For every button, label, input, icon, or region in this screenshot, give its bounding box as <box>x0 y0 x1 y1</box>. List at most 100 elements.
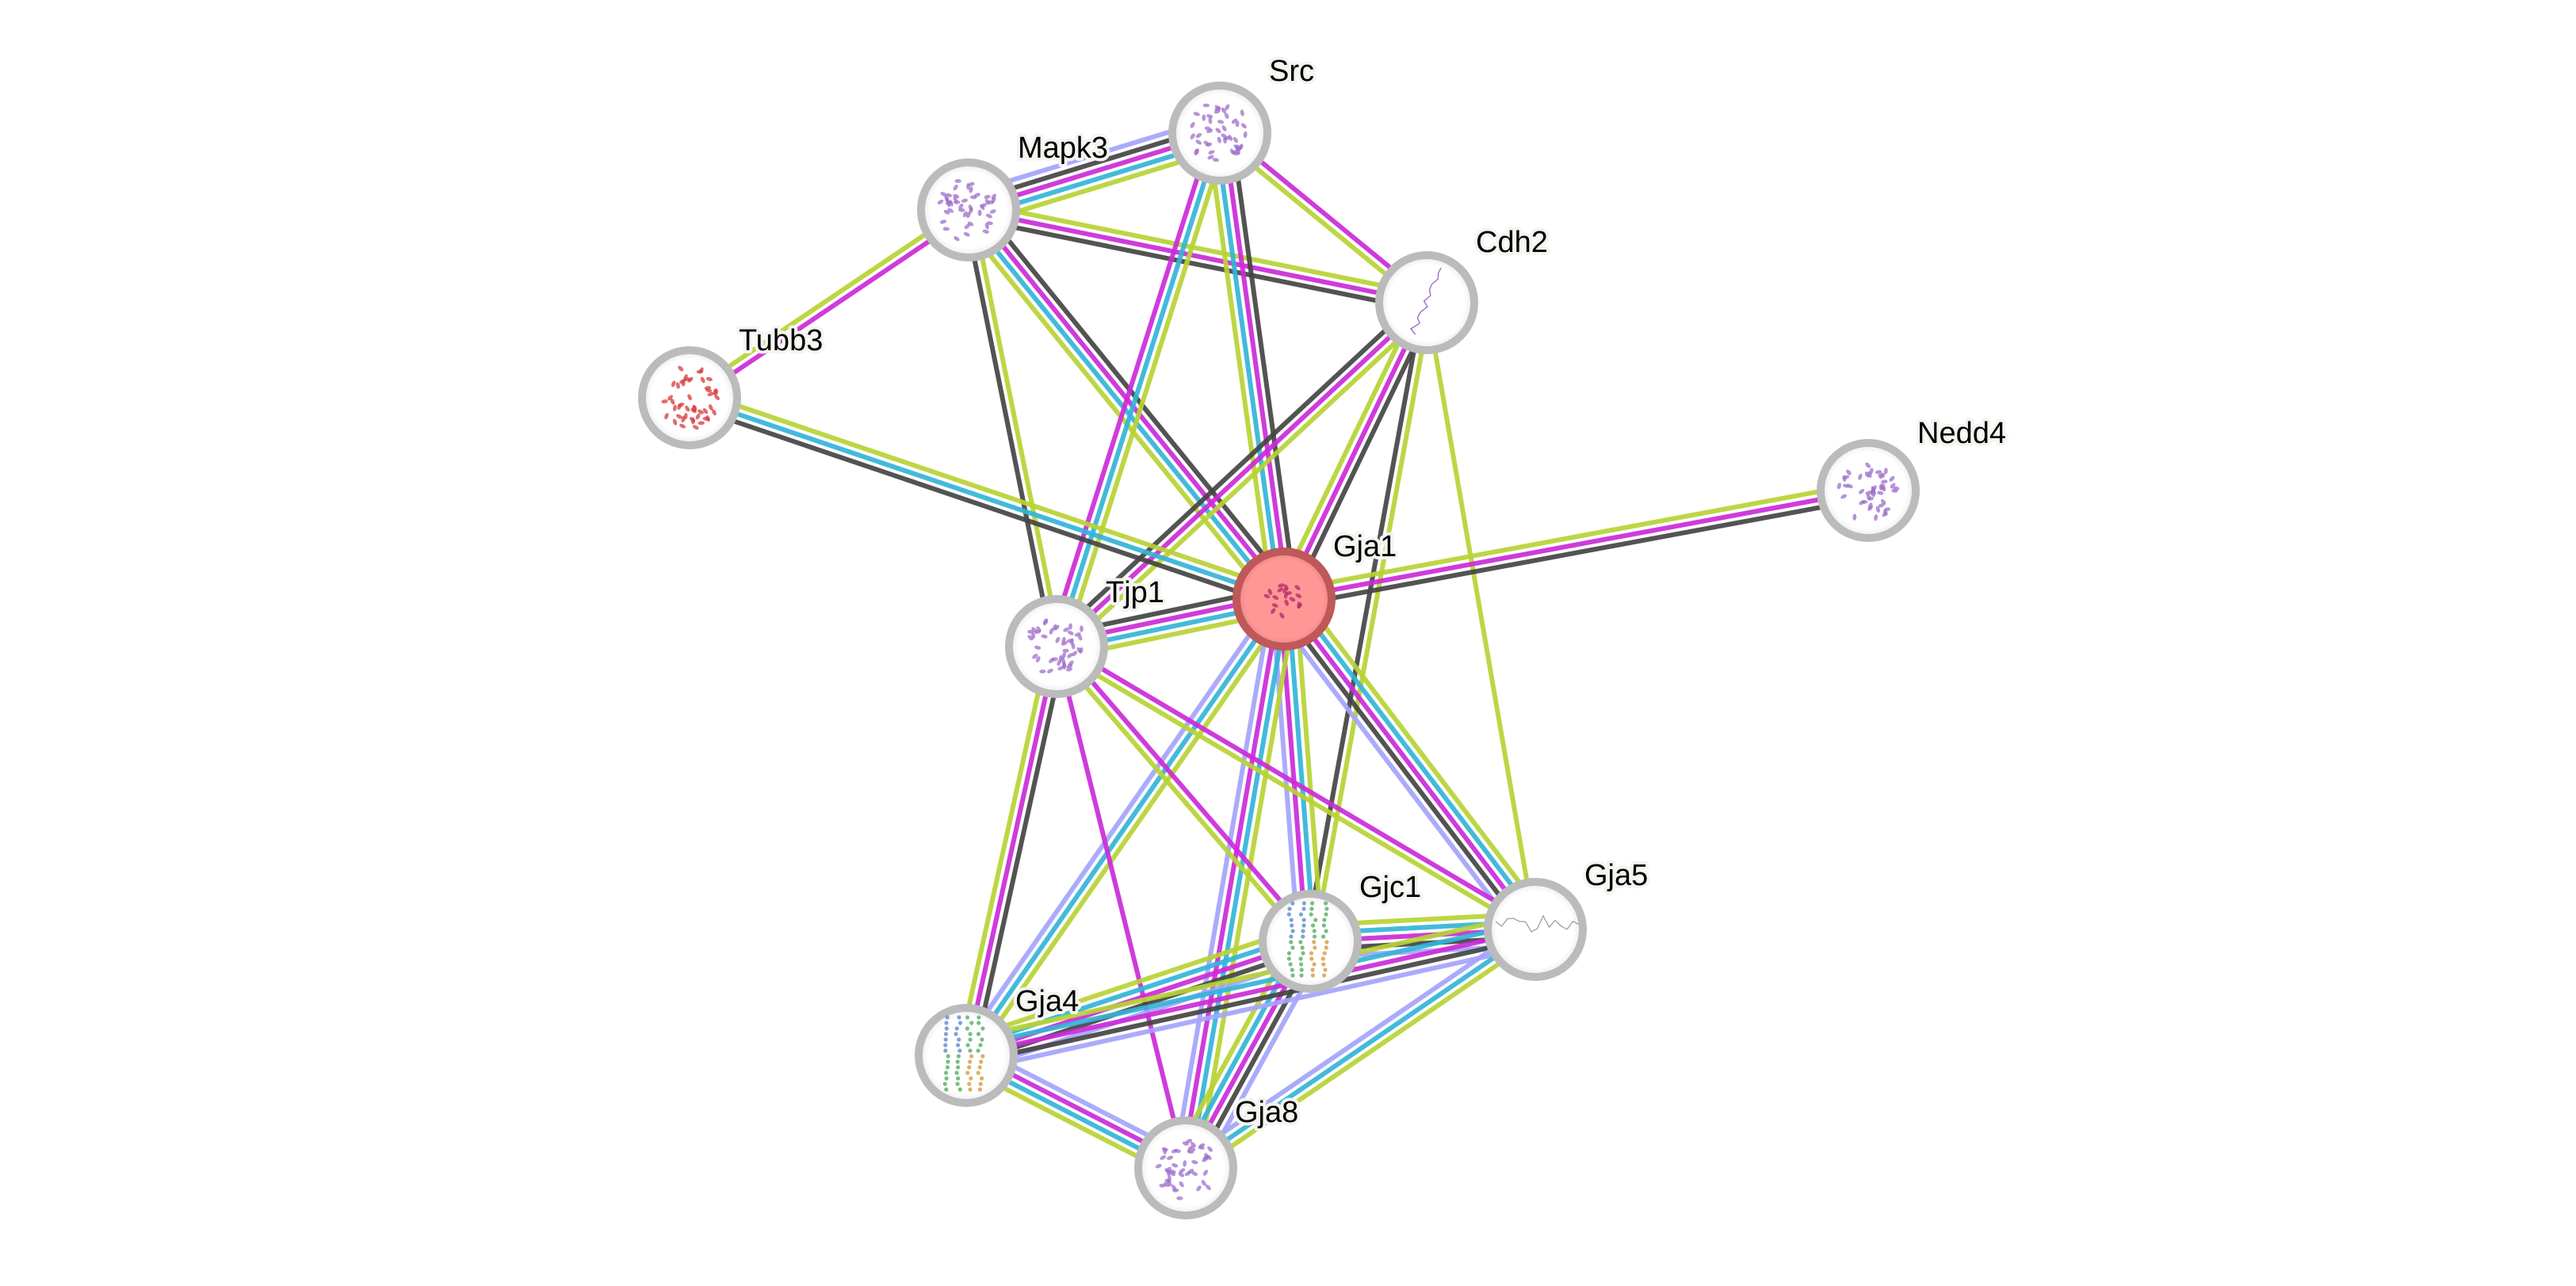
edge-channel-textmining <box>960 924 1306 1043</box>
node-label-tubb3: Tubb3 <box>739 324 823 357</box>
edge-channel-textmining <box>691 387 1288 594</box>
node-mapk3[interactable] <box>917 158 1020 261</box>
edge-channel-coexpression <box>1285 495 1871 609</box>
node-label-nedd4: Nedd4 <box>1917 417 2006 450</box>
edge-channel-experiments <box>1054 300 1429 649</box>
node-cdh2[interactable] <box>1375 251 1478 354</box>
edge-src-gja1[interactable] <box>1206 131 1298 601</box>
edge-mapk3-tjp1[interactable] <box>962 208 1063 648</box>
edge-channel-experiments <box>1057 641 1539 929</box>
edge-mapk3-tubb3[interactable] <box>686 204 973 403</box>
edge-channel-textmining <box>962 911 1533 1043</box>
edge-channel-textmining <box>686 204 968 397</box>
edge-channel-homology <box>1171 596 1275 1166</box>
edge-channel-homology <box>1269 607 1525 941</box>
edge-channel-textmining <box>957 216 1277 609</box>
edge-channel-database <box>1184 927 1537 1170</box>
edge-layer <box>686 116 1871 1181</box>
node-label-cdh2: Cdh2 <box>1476 226 1548 259</box>
edge-channel-experiments <box>1046 130 1215 645</box>
edge-gja1-gja4[interactable] <box>957 593 1293 1062</box>
node-label-mapk3: Mapk3 <box>1018 132 1108 165</box>
edge-channel-database <box>1213 133 1282 601</box>
edge-channel-database <box>1054 132 1222 647</box>
node-tjp1[interactable] <box>1005 595 1108 698</box>
edge-channel-textmining <box>1424 302 1538 930</box>
edge-channel-textmining <box>1194 601 1298 1171</box>
edge-gja1-gjc1[interactable] <box>1270 597 1324 943</box>
protein-structure-icon <box>937 179 996 242</box>
edge-channel-coexpression <box>1289 304 1436 604</box>
edge-cdh2-gja5[interactable] <box>1424 302 1538 930</box>
edge-channel-database <box>964 597 1286 1057</box>
edge-channel-experiments <box>1179 597 1283 1168</box>
edge-channel-experiments <box>965 927 1536 1058</box>
edge-tjp1-gja4[interactable] <box>956 644 1067 1058</box>
edge-channel-database <box>964 919 1535 1051</box>
edge-channel-coexpression <box>1304 301 1426 941</box>
edge-tjp1-gja5[interactable] <box>1053 641 1539 935</box>
protein-structure-icon <box>1286 901 1329 978</box>
node-gja8[interactable] <box>1134 1116 1237 1219</box>
edge-channel-experiments <box>1054 646 1188 1169</box>
node-layer <box>638 82 1920 1219</box>
edge-nedd4-gja1[interactable] <box>1282 480 1871 609</box>
edge-channel-textmining <box>970 601 1293 1062</box>
node-gja5[interactable] <box>1484 878 1587 981</box>
protein-structure-icon <box>1027 618 1084 674</box>
edge-gja1-gja8[interactable] <box>1171 596 1298 1171</box>
node-label-gja8: Gja8 <box>1235 1096 1298 1129</box>
edge-tjp1-gja8[interactable] <box>1054 646 1188 1169</box>
edge-channel-homology <box>969 942 1539 1074</box>
node-circle <box>1134 1116 1237 1219</box>
edge-mapk3-cdh2[interactable] <box>966 200 1429 313</box>
edge-gja1-gja5[interactable] <box>1269 588 1550 941</box>
node-label-gja5: Gja5 <box>1584 859 1648 892</box>
node-circle <box>915 1004 1018 1107</box>
edge-src-tjp1[interactable] <box>1046 130 1230 650</box>
node-label-src: Src <box>1269 55 1314 88</box>
node-nedd4[interactable] <box>1817 439 1920 542</box>
edge-gja5-gja4[interactable] <box>962 911 1539 1074</box>
edge-channel-experiments <box>969 206 1290 598</box>
edge-tjp1-gjc1[interactable] <box>1051 642 1316 946</box>
node-circle <box>1817 439 1920 542</box>
node-gja4[interactable] <box>915 1004 1018 1107</box>
edge-channel-coexpression <box>1275 602 1531 936</box>
node-circle <box>917 158 1020 261</box>
edge-channel-textmining <box>1275 298 1422 597</box>
edge-channel-homology <box>957 593 1280 1053</box>
protein-structure-icon <box>1263 583 1302 619</box>
node-circle <box>1375 251 1478 354</box>
protein-structure-icon <box>942 1015 985 1092</box>
node-tubb3[interactable] <box>638 346 741 449</box>
protein-structure-icon <box>1190 103 1248 162</box>
node-src[interactable] <box>1168 82 1271 185</box>
node-label-gja4: Gja4 <box>1015 985 1079 1018</box>
protein-structure-icon <box>1155 1139 1213 1200</box>
edge-channel-coexpression <box>686 403 1282 609</box>
edge-cdh2-tjp1[interactable] <box>1049 295 1434 654</box>
edge-cdh2-gjc1[interactable] <box>1304 301 1433 943</box>
edge-channel-experiments <box>1282 301 1429 601</box>
edge-channel-database <box>1286 598 1317 941</box>
edge-cdh2-gja1[interactable] <box>1275 298 1436 604</box>
edge-channel-textmining <box>1061 135 1230 650</box>
edge-channel-experiments <box>1283 488 1869 601</box>
node-label-gjc1: Gjc1 <box>1359 871 1421 904</box>
node-gjc1[interactable] <box>1259 890 1362 993</box>
edge-channel-textmining <box>1311 303 1433 943</box>
node-gja1[interactable] <box>1233 548 1336 651</box>
edge-channel-textmining <box>1188 933 1542 1177</box>
edge-channel-database <box>1288 593 1544 926</box>
edge-tubb3-gja1[interactable] <box>686 387 1288 609</box>
edge-gja5-gja8[interactable] <box>1179 921 1542 1177</box>
edge-channel-coexpression <box>1049 295 1424 643</box>
protein-structure-icon <box>1495 914 1580 933</box>
protein-structure-icon <box>1836 462 1900 521</box>
edge-channel-textmining <box>1294 597 1324 941</box>
node-circle <box>1233 548 1336 651</box>
node-label-tjp1: Tjp1 <box>1106 576 1164 609</box>
